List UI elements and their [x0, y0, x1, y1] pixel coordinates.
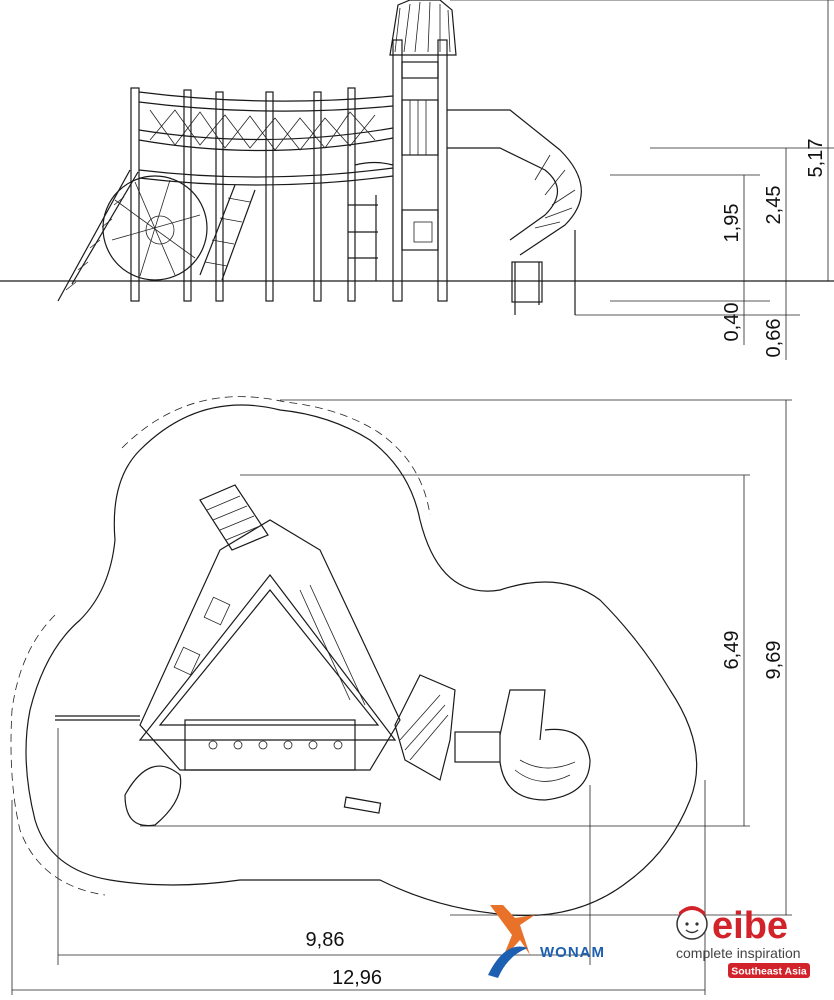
eibe-tagline: complete inspiration — [676, 945, 801, 961]
bench-plan — [343, 796, 382, 814]
tube-slide-elevation — [447, 109, 582, 315]
plan-view: 6,49 9,69 9,86 12,96 — [10, 396, 792, 995]
plan-dimensions — [11, 399, 792, 995]
climbing-net-wheel — [102, 175, 208, 281]
wheel-plan — [124, 765, 182, 827]
elevation-view: 5,17 2,45 1,95 0,40 0,66 — [0, 0, 834, 360]
dim-plan-width-986: 9,86 — [306, 929, 345, 951]
dim-height-slide: 2,45 — [763, 186, 785, 225]
dim-plan-depth-969: 9,69 — [763, 641, 785, 680]
dim-plan-depth-649: 6,49 — [721, 631, 743, 670]
inner-ladder — [199, 184, 256, 281]
eibe-logo: eibe complete inspiration Southeast Asia — [676, 905, 810, 978]
wonam-logo: WONAM — [488, 905, 605, 978]
frame-posts — [130, 39, 448, 302]
safety-area-outline — [25, 404, 698, 917]
dim-height-total: 5,17 — [805, 139, 827, 178]
wonam-wave-icon — [488, 946, 528, 978]
wonam-figure-icon — [490, 905, 535, 960]
eibe-mascot-icon — [676, 906, 708, 940]
dim-plan-width-1296: 12,96 — [332, 967, 382, 989]
eibe-region-badge — [728, 963, 810, 978]
dim-height-platform: 1,95 — [721, 204, 743, 243]
rope-bridge — [138, 91, 394, 186]
safety-area-dashed — [10, 396, 431, 896]
eibe-region: Southeast Asia — [731, 966, 807, 978]
triangle-frame — [138, 519, 401, 771]
dim-depth-040: 0,40 — [721, 303, 743, 342]
tower-elevation — [389, 0, 457, 251]
elevation-dimensions — [450, 0, 834, 360]
wonam-text: WONAM — [540, 944, 605, 961]
eibe-brand: eibe — [712, 905, 788, 947]
climbing-bars — [348, 161, 394, 281]
slide-plan — [454, 689, 591, 801]
tower-plan — [394, 674, 456, 781]
dim-depth-066: 0,66 — [763, 319, 785, 358]
ladder-plan — [199, 484, 269, 551]
